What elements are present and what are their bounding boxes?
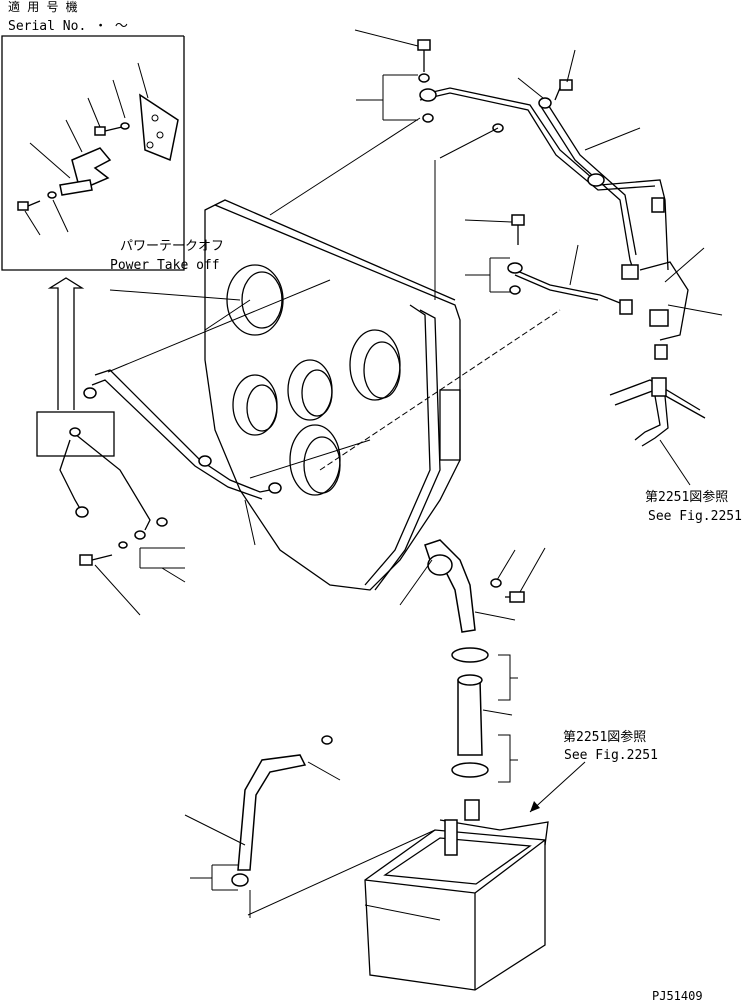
ref-upper-jp: 第2251図参照: [645, 489, 728, 505]
drawing-number: PJ51409: [652, 989, 703, 1003]
ref-lower-en: See Fig.2251: [564, 748, 658, 763]
ref-lower-leader: [529, 761, 586, 813]
up-arrow: [47, 277, 85, 410]
ref-lower-arrowhead: [530, 801, 540, 812]
tank: [364, 819, 549, 991]
ref-upper-en: See Fig.2251: [648, 509, 742, 524]
ref-lower-jp: 第2251図参照: [563, 729, 646, 745]
breather-pipe: [184, 735, 436, 918]
callout-box: [36, 411, 115, 457]
inset-frame: [1, 35, 185, 271]
left-pipes: [59, 279, 371, 616]
inset-bracket: [139, 93, 179, 162]
pto-label-en: Power Take off: [110, 258, 220, 273]
serial-number-label: Serial No. ・ ～: [8, 19, 128, 34]
serial-inset: 適 用 号 機 Serial No. ・ ～: [1, 0, 185, 271]
pto-label-jp: パワーテークオフ: [120, 239, 224, 254]
center-hose: [399, 539, 546, 821]
upper-pipes: [204, 29, 723, 360]
tee-fitting: [609, 377, 706, 486]
serial-title-jp: 適 用 号 機: [8, 0, 78, 14]
